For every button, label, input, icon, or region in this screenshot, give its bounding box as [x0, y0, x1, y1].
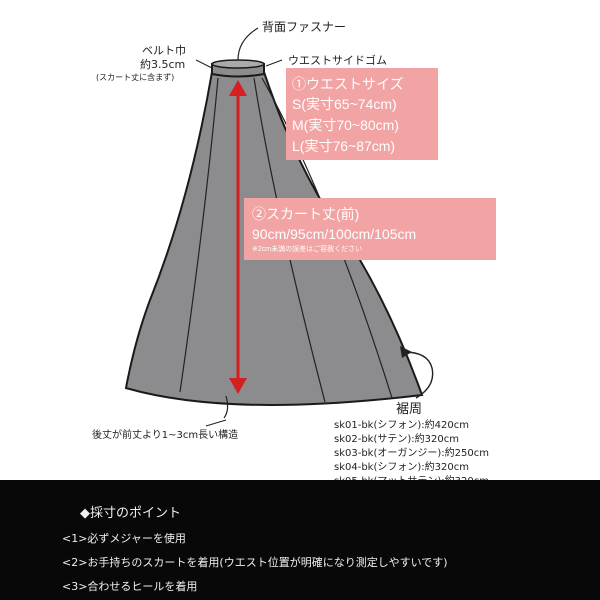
back-zipper-label: 背面ファスナー: [262, 20, 347, 34]
belt-width-note: (スカート丈に含まず): [96, 73, 175, 82]
length-arrow-head-top: [229, 80, 247, 96]
waist-size-m: M(実寸70~80cm): [292, 117, 399, 133]
tip-item: <1>必ずメジャーを使用: [62, 532, 186, 545]
hem-fold: [223, 395, 229, 419]
length-box-values: 90cm/95cm/100cm/105cm: [252, 226, 417, 242]
belt-width-value: 約3.5cm: [140, 58, 186, 71]
hem-item: sk04-bk(シフォン):約320cm: [334, 462, 469, 473]
length-box-title: ②スカート丈(前): [252, 206, 360, 222]
skirt-length-box: ②スカート丈(前) 90cm/95cm/100cm/105cm ※2cm未満の誤…: [244, 198, 496, 260]
skirt-seam: [179, 77, 219, 393]
hem-item: sk03-bk(オーガンジー):約250cm: [334, 448, 489, 459]
waist-size-s: S(実寸65~74cm): [292, 96, 397, 112]
tips-title: ◆採寸のポイント: [80, 506, 181, 521]
tip-item: <2>お手持ちのスカートを着用(ウエスト位置が明確になり測定しやすいです): [62, 556, 448, 569]
length-arrow-head-bottom: [229, 378, 247, 394]
back-length-leader: [205, 419, 227, 427]
zipper-leader: [237, 27, 259, 61]
hem-item: sk02-bk(サテン):約320cm: [334, 434, 459, 445]
waist-size-l: L(実寸76~87cm): [292, 138, 396, 154]
waist-side-rubber-label: ウエストサイドゴム: [288, 54, 387, 67]
belt-leader: [195, 59, 213, 69]
tip-item: <3>合わせるヒールを着用: [62, 580, 198, 593]
length-box-note: ※2cm未満の誤差はご容赦ください: [252, 246, 363, 253]
belt-width-title: ベルト巾: [142, 44, 186, 57]
hem-title: 裾周: [396, 402, 423, 417]
hem-item: sk01-bk(シフォン):約420cm: [334, 420, 469, 431]
hem-arrow: [403, 351, 434, 399]
rubber-leader: [265, 59, 283, 67]
back-length-note: 後丈が前丈より1~3cm長い構造: [92, 430, 239, 441]
waist-size-box: ①ウエストサイズ S(実寸65~74cm) M(実寸70~80cm) L(実寸7…: [286, 68, 438, 160]
waist-box-title: ①ウエストサイズ: [292, 76, 404, 92]
measurement-tips-panel: ◆採寸のポイント <1>必ずメジャーを使用 <2>お手持ちのスカートを着用(ウエ…: [0, 480, 600, 600]
